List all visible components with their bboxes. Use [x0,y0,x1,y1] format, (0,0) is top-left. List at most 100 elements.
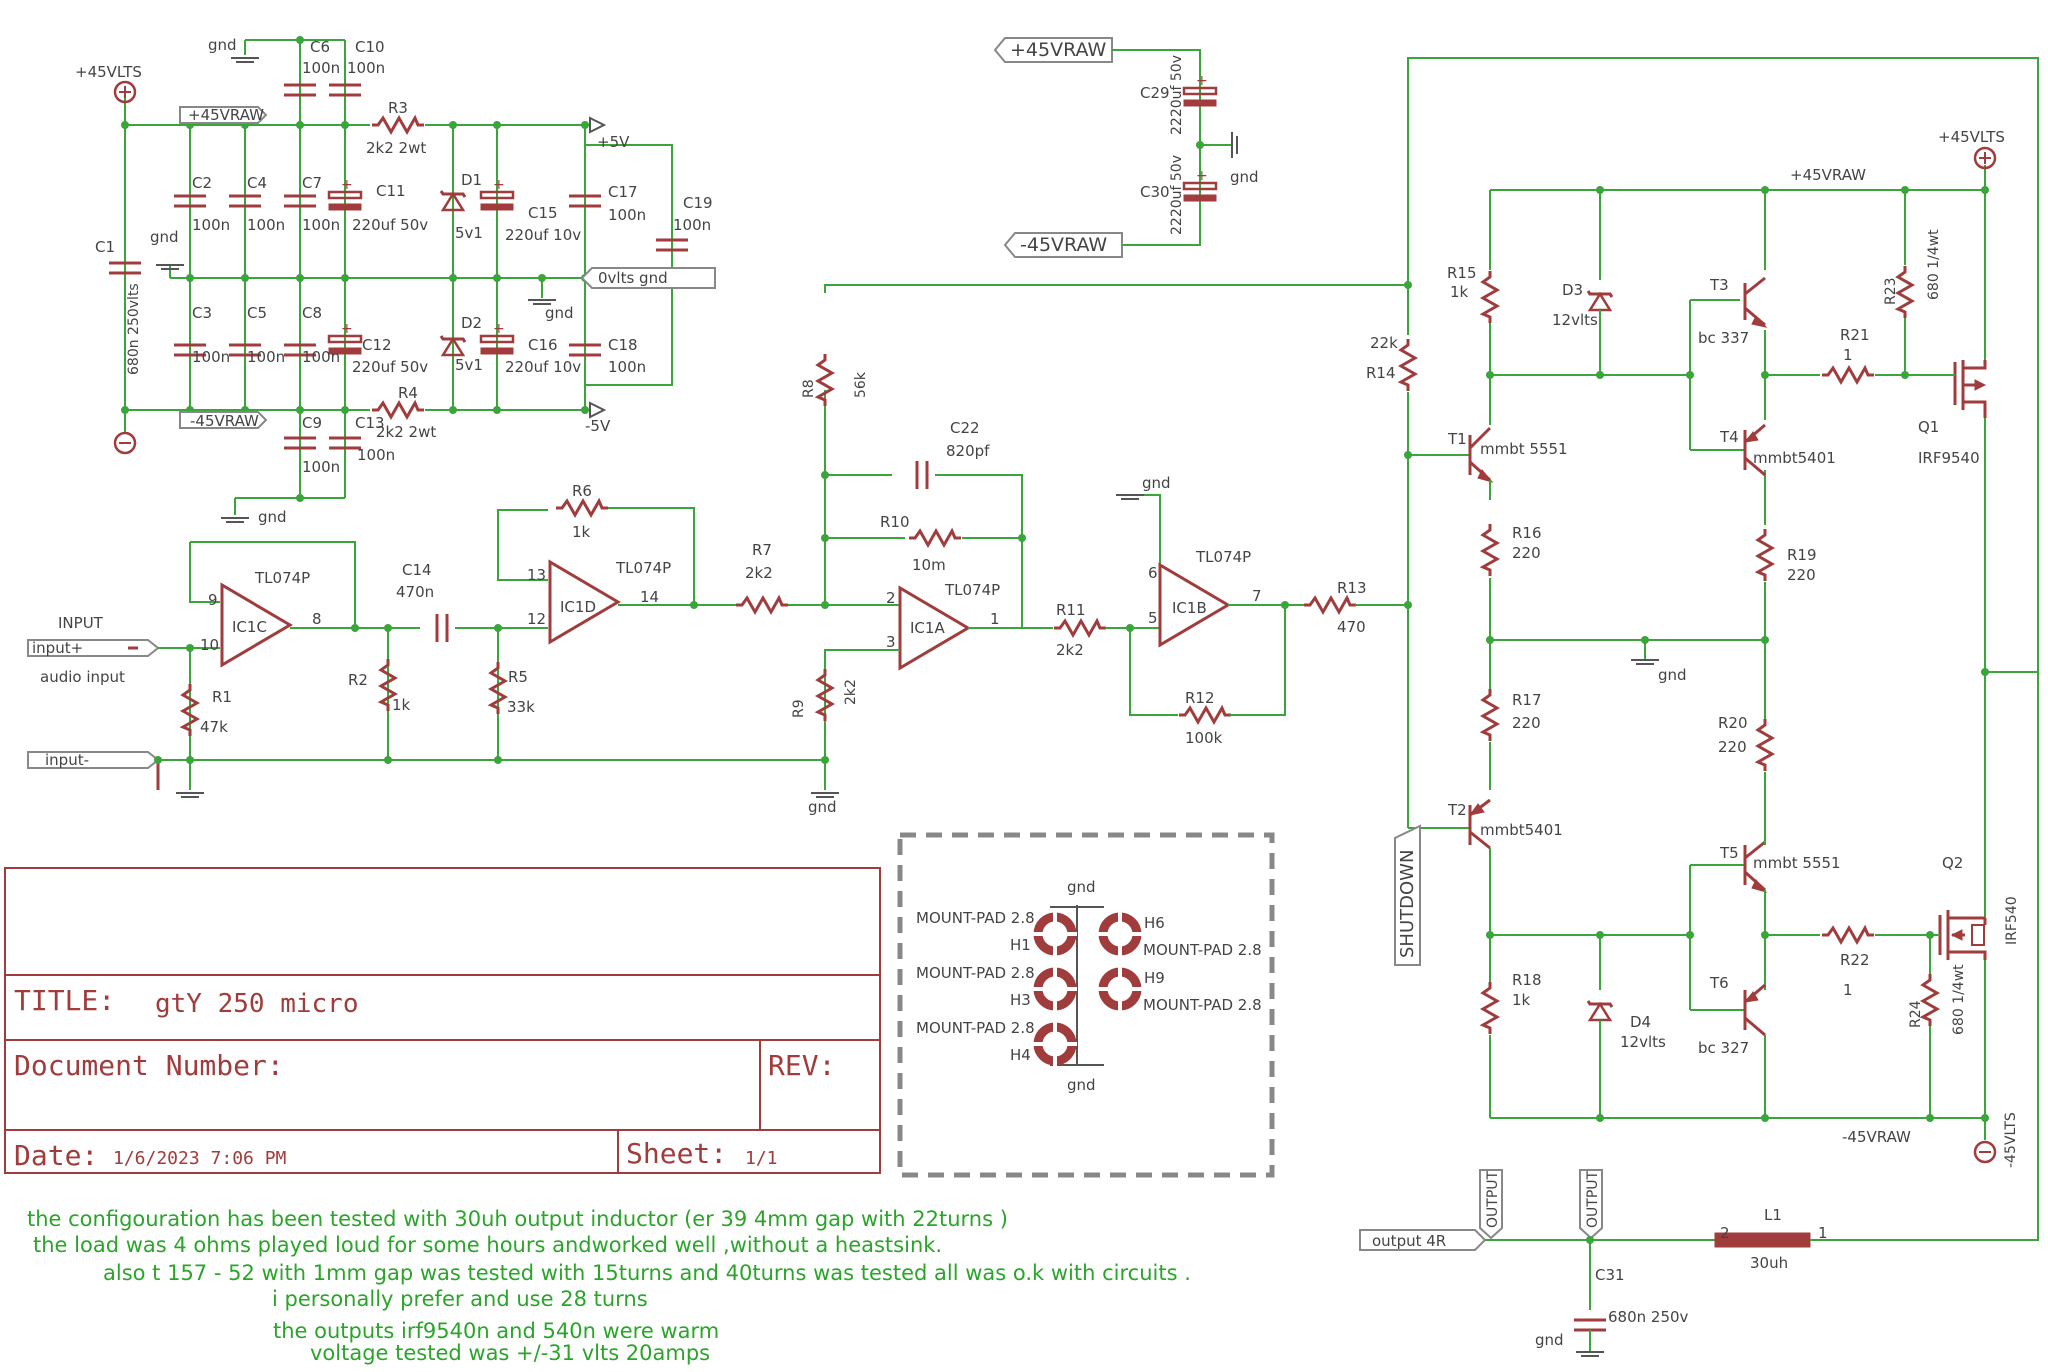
c12-name: C12 [362,336,392,354]
r3-value: 2k2 2wt [366,139,426,157]
c2-value: 100n [192,216,230,234]
t2-value: mmbt5401 [1480,821,1563,839]
pad-h9-type: MOUNT-PAD 2.8 [1143,996,1262,1014]
pad-h9: H9 [1144,969,1165,987]
out-raw-pos: +45VRAW [1790,166,1866,184]
c15-name: C15 [528,204,558,222]
date-label: Date: [14,1139,98,1172]
pad-h1-type: MOUNT-PAD 2.8 [916,909,1035,927]
ic1d-label: IC1D [560,598,596,616]
output-stage: +45VLTS -45VLTS +45VRAW -45VRAW SHUTDOWN… [1359,57,2039,1357]
title-value: gtY 250 micro [155,989,359,1019]
c29-value: 2220uf 50v [1169,55,1185,135]
pos-rail-label: +45VLTS [75,63,142,81]
r11-name: R11 [1056,601,1086,619]
pad-h6: H6 [1144,914,1165,932]
c1-name: C1 [95,238,115,256]
q2-name: Q2 [1942,854,1963,872]
c3-name: C3 [192,304,212,322]
r9-name: R9 [791,699,807,718]
r13-name: R13 [1337,579,1367,597]
q1-value: IRF9540 [1918,449,1980,467]
ic1d-type: TL074P [615,559,671,577]
note-line: i personally prefer and use 28 turns [272,1287,648,1311]
c30-value: 2220uf 50v [1169,155,1185,235]
d1-name: D1 [461,171,482,189]
input-minus: input- [45,751,89,769]
c6-name: C6 [310,38,330,56]
r12-value: 100k [1185,729,1223,747]
c19-name: C19 [683,194,713,212]
d4-value: 12vlts [1620,1033,1666,1051]
c13-name: C13 [355,414,385,432]
d2-value: 5v1 [455,356,483,374]
r21-value: 1 [1843,346,1853,364]
r19-value: 220 [1787,566,1816,584]
d3-name: D3 [1562,281,1583,299]
c7-value: 100n [302,216,340,234]
pad-h3-type: MOUNT-PAD 2.8 [916,964,1035,982]
r13-value: 470 [1337,618,1366,636]
d3-value: 12vlts [1552,311,1598,329]
doc-number-label: Document Number: [14,1049,284,1082]
note-line: the configouration has been tested with … [27,1207,1008,1231]
c12-value: 220uf 50v [352,358,428,376]
pin-3: 3 [886,633,896,651]
out-raw-neg: -45VRAW [1842,1128,1911,1146]
title-label: TITLE: [14,984,115,1017]
t2-name: T2 [1447,801,1467,819]
r20-name: R20 [1718,714,1748,732]
pin-10: 10 [200,636,219,654]
pin-2: 2 [886,589,896,607]
c30-name: C30 [1140,183,1170,201]
note-line: the outputs irf9540n and 540n were warm [273,1319,719,1343]
c3-value: 100n [192,348,230,366]
c16-name: C16 [528,336,558,354]
d1-value: 5v1 [455,224,483,242]
raw-neg-label: -45VRAW [190,412,259,430]
l1-pin1: 1 [1818,1224,1828,1242]
t3-value: bc 337 [1698,329,1749,347]
r1-name: R1 [212,688,232,706]
out-neg-rail: -45VLTS [2003,1112,2019,1168]
d4-name: D4 [1630,1013,1651,1031]
t1-value: mmbt 5551 [1480,440,1568,458]
r24-value: 680 1/4wt [1951,964,1967,1035]
c5-value: 100n [247,348,285,366]
t6-name: T6 [1709,974,1729,992]
out-port-2: OUTPUT [1585,1170,1601,1228]
c13-value: 100n [357,446,395,464]
c31-value: 680n 250v [1608,1308,1689,1326]
r14-value: 22k [1370,334,1398,352]
r23-value: 680 1/4wt [1926,229,1942,300]
r3-name: R3 [388,99,408,117]
c2-name: C2 [192,174,212,192]
c17-name: C17 [608,183,638,201]
t4-name: T4 [1719,428,1739,446]
date-value: 1/6/2023 7:06 PM [113,1148,287,1169]
c18-name: C18 [608,336,638,354]
mount-gnd-bottom: gnd [1067,1076,1096,1094]
c22-name: C22 [950,419,980,437]
c14-name: C14 [402,561,432,579]
q1-name: Q1 [1918,418,1939,436]
mount-gnd-top: gnd [1067,878,1096,896]
ic1c-label: IC1C [232,618,267,636]
c11-value: 220uf 50v [352,216,428,234]
c10-name: C10 [355,38,385,56]
l1-value: 30uh [1750,1254,1788,1272]
t3-name: T3 [1709,276,1729,294]
c8-value: 100n [302,348,340,366]
input-plus: input+ [32,639,83,657]
r21-name: R21 [1840,326,1870,344]
shutdown-label: SHUTDOWN [1397,850,1418,958]
bulk-raw-pos: +45VRAW [1010,39,1106,61]
note-line: the load was 4 ohms played loud for some… [33,1233,942,1257]
out-gnd: gnd [1658,666,1687,684]
r5-value: 33k [507,698,535,716]
c5-name: C5 [247,304,267,322]
r12-name: R12 [1185,689,1215,707]
pin-5: 5 [1148,609,1158,627]
r15-name: R15 [1447,264,1477,282]
